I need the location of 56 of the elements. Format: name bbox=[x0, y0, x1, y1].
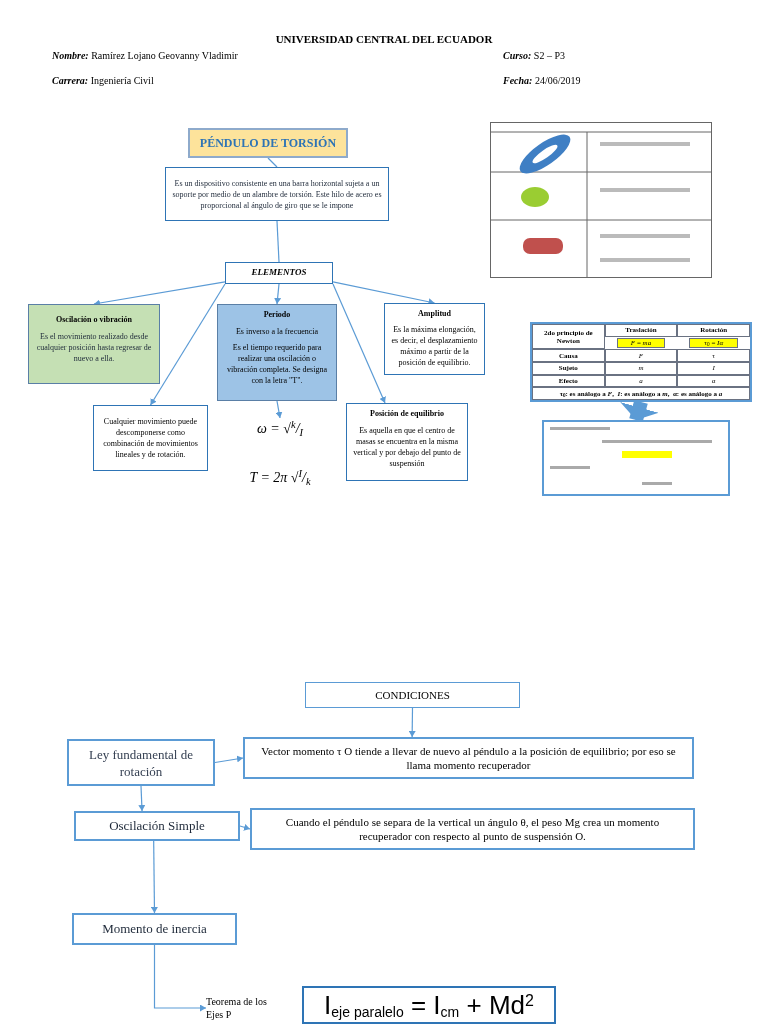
formula-text: T = 2π √$^{I}$/$_{k}$ bbox=[249, 467, 311, 488]
header-field: Fecha: 24/06/2019 bbox=[503, 73, 581, 88]
label-text: Teorema de los Ejes P bbox=[206, 995, 268, 1021]
arrow bbox=[150, 840, 158, 914]
arrow bbox=[332, 283, 386, 404]
heading-text: CONDICIONES bbox=[375, 687, 450, 703]
heading-text: Posición de equilibrio bbox=[370, 408, 444, 420]
page-title: UNIVERSIDAD CENTRAL DEL ECUADOR bbox=[274, 32, 494, 47]
body-text: Es un dispositivo consistente en una barra horizontal sujeta a un soporte por medio de un alambre de torsión. Este hilo de acero es proporcional al ángulo de giro que se le impone bbox=[171, 177, 383, 211]
label-text: Oscilación Simple bbox=[109, 817, 205, 836]
arrow bbox=[153, 944, 207, 1012]
formula-text: ω = √$^{k}$/$_{I}$ bbox=[256, 418, 304, 439]
label-text: ELEMENTOS bbox=[251, 266, 307, 280]
formula-box bbox=[302, 986, 556, 1024]
arrow bbox=[138, 785, 146, 812]
body-text: Es inverso a la frecuencia bbox=[235, 326, 319, 337]
label-text: Momento de inercia bbox=[102, 920, 207, 939]
concept-box bbox=[384, 303, 485, 375]
arrow bbox=[408, 707, 416, 738]
body-text: Es aquella en que el centro de masas se encuentra en la misma vertical y por debajo del punto de suspensión bbox=[352, 425, 462, 469]
heading-box bbox=[305, 682, 520, 708]
concept-box bbox=[217, 304, 337, 401]
process-box bbox=[74, 811, 240, 841]
arrow bbox=[275, 400, 283, 419]
process-box bbox=[72, 913, 237, 945]
arrow bbox=[620, 400, 659, 422]
arrow bbox=[214, 755, 244, 764]
body-text: Cuando el péndulo se separa de la vertical un ángulo θ, el peso Mg crea un momento recuperador con respecto al punto de suspensión O. bbox=[284, 815, 661, 843]
arrow bbox=[274, 283, 282, 305]
arrow bbox=[149, 283, 226, 406]
heading-text: Amplitud bbox=[418, 308, 451, 320]
formula-text: I$_{eje paralelo}$ = I$_{cm}$ + Md$^{2}$ bbox=[324, 988, 534, 1022]
arrow bbox=[239, 823, 251, 831]
header-field: Nombre: Ramírez Lojano Geovanny Vladimir bbox=[52, 48, 238, 63]
heading-text: Periodo bbox=[263, 309, 291, 321]
body-text: Es la máxima elongación, es decir, el desplazamiento máximo a partir de la posición de equilibrio. bbox=[390, 324, 479, 368]
description-box bbox=[250, 808, 695, 850]
concept-box bbox=[28, 304, 160, 384]
body-text: Es el movimiento realizado desde cualquier posición hasta regresar de nuevo a ella. bbox=[35, 331, 153, 364]
description-box bbox=[243, 737, 694, 779]
process-box bbox=[67, 739, 215, 786]
connector-line bbox=[276, 220, 280, 263]
concept-box bbox=[346, 403, 468, 481]
label-text: Ley fundamental de rotación bbox=[88, 745, 194, 780]
body-text: Es el tiempo requerido para realizar una oscilación o vibración completa. Se designa con la letra "T". bbox=[226, 342, 328, 386]
category-box bbox=[225, 262, 333, 284]
description-box bbox=[165, 167, 389, 221]
heading-text: Oscilación o vibración bbox=[56, 314, 132, 326]
body-text: Cualquier movimiento puede descomponerse como combinación de movimientos lineales y de rotación. bbox=[102, 416, 199, 460]
header-field: Curso: S2 – P3 bbox=[503, 48, 565, 63]
table-frame bbox=[530, 322, 752, 402]
body-text: Vector momento τ O tiende a llevar de nuevo al péndulo a la posición de equilibrio; por eso se llama momento recuperador bbox=[260, 744, 677, 772]
concept-box bbox=[93, 405, 208, 471]
title-text: PÉNDULO DE TORSIÓN bbox=[199, 135, 337, 152]
header-field: Carrera: Ingeniería Civil bbox=[52, 73, 154, 88]
title-box bbox=[188, 128, 348, 158]
